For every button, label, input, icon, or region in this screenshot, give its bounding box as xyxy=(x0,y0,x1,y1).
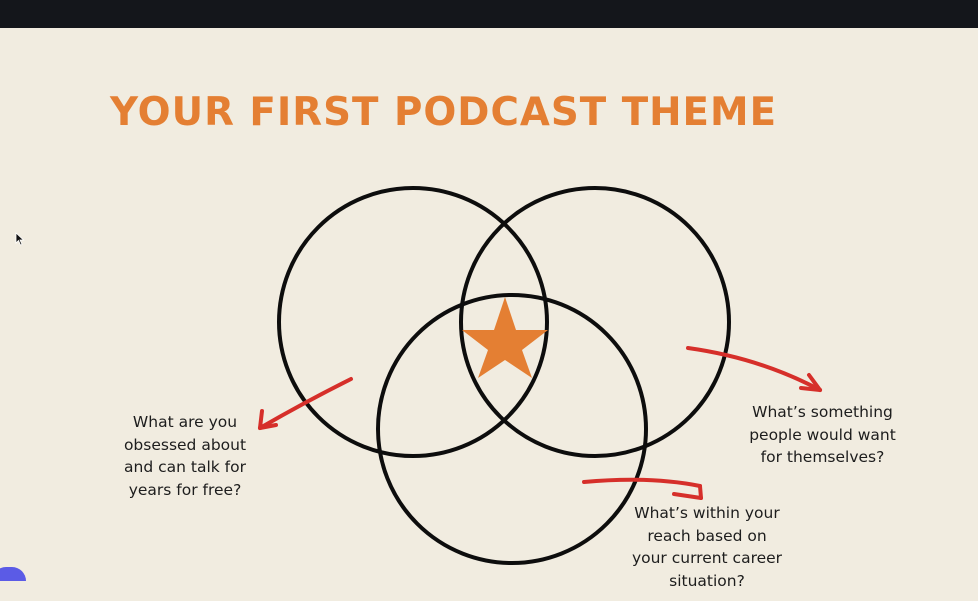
label-demand: What’s something people would want for t… xyxy=(749,403,896,466)
venn-circle-reach xyxy=(376,293,648,565)
slide: YOUR FIRST PODCAST THEME What are you ob… xyxy=(0,28,978,601)
label-reach: What’s within your reach based on your c… xyxy=(631,504,783,590)
star-icon xyxy=(462,297,548,378)
slide-title: YOUR FIRST PODCAST THEME xyxy=(110,90,778,135)
arrow-to-demand xyxy=(686,346,822,392)
venn-circle-demand xyxy=(459,186,731,458)
venn-diagram xyxy=(258,186,822,565)
arrow-to-passion xyxy=(258,377,353,430)
venn-circle-passion xyxy=(277,186,549,458)
arrow-to-reach xyxy=(582,477,703,500)
label-passion: What are you obsessed about and can talk… xyxy=(123,413,247,499)
mouse-cursor-icon xyxy=(15,232,25,246)
corner-badge[interactable] xyxy=(0,567,26,581)
top-bar xyxy=(0,0,978,28)
